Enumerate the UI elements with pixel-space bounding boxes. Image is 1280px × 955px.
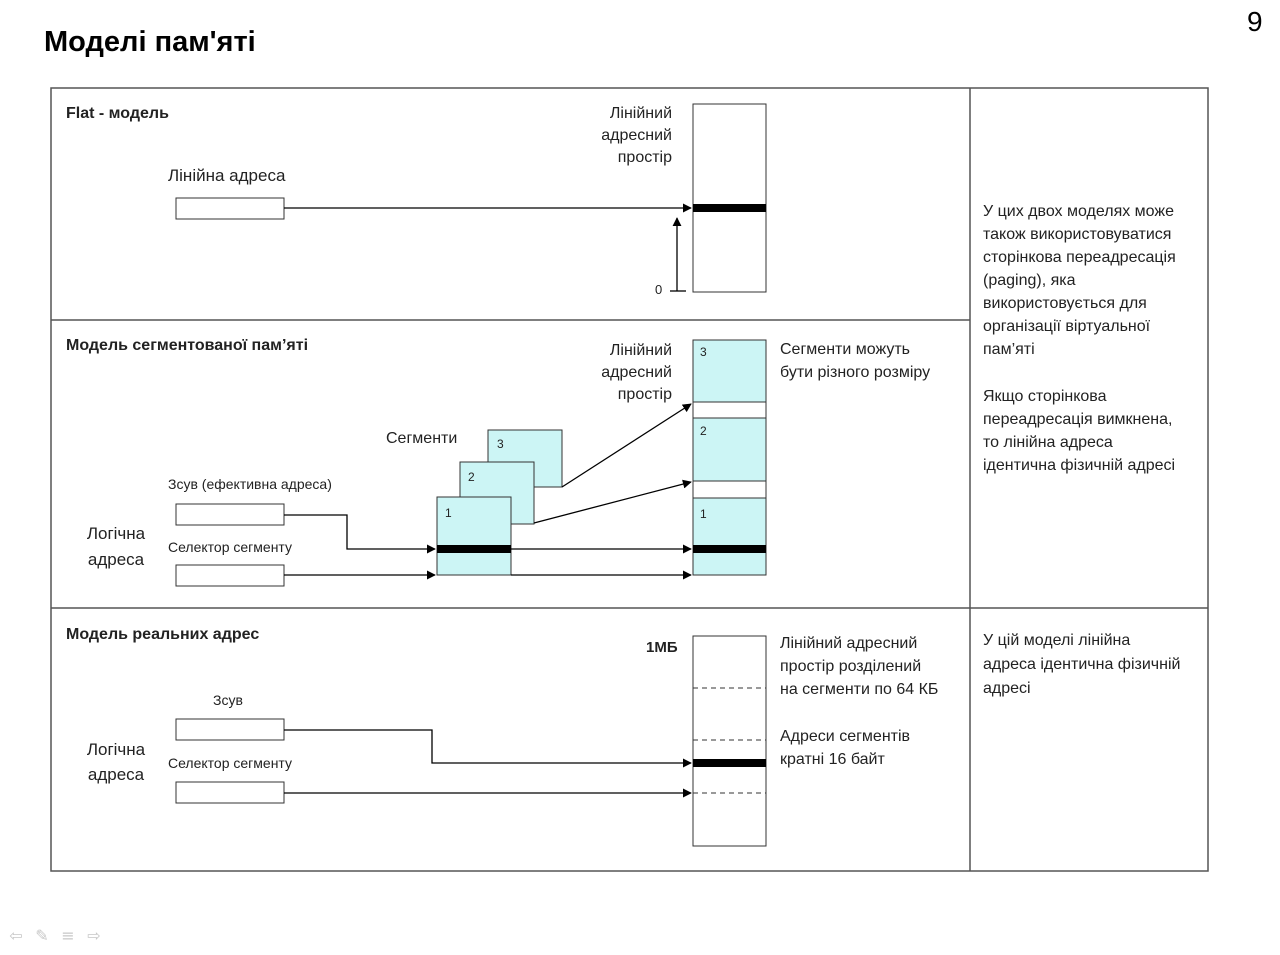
side-note-top-line: (paging), яка [983, 272, 1076, 289]
page-title: Моделі пам'яті [44, 26, 256, 58]
flat-model-section: Flat - модель Лінійна адреса Лінійний ад… [66, 103, 767, 297]
segment-3-map-arrow [561, 403, 692, 488]
segments-label: Сегменти [386, 430, 457, 447]
side-note-top-line: ідентична фізичній адресі [983, 457, 1175, 474]
segmented-note-line2: бути різного розміру [780, 364, 930, 381]
real-model-heading: Модель реальних адрес [66, 626, 259, 643]
segmented-space-label-line2: адресний [601, 364, 672, 381]
side-note-top-line: то лінійна адреса [983, 434, 1113, 451]
real-logical-address-line1: Логічна [87, 740, 146, 759]
segmented-space-label-line3: простір [618, 386, 672, 403]
side-note-bottom-line: адресі [983, 680, 1031, 697]
side-note-top-line: також використовуватися [983, 226, 1171, 243]
side-note-top-line: організації віртуальної [983, 318, 1151, 335]
real-selector-label: Селектор сегменту [168, 755, 292, 771]
real-note2-line2: кратні 16 байт [780, 751, 885, 768]
segmented-linear-address-mark [693, 545, 766, 553]
real-logical-address-line2: адреса [88, 765, 145, 784]
real-address-mark [693, 759, 766, 767]
real-note2-line1: Адреси сегментів [780, 728, 910, 745]
side-note-top-line: У цих двох моделях може [983, 203, 1174, 220]
real-note1-line1: Лінійний адресний [780, 635, 917, 652]
table-frame [50, 87, 1209, 872]
segmented-offset-arrow [284, 514, 436, 554]
real-model-section: Модель реальних адрес 1МБ Лінійний адрес… [66, 626, 938, 847]
segment-2-map-arrow [533, 479, 692, 524]
segmented-model-heading: Модель сегментованої пам’яті [66, 337, 308, 354]
page-number: 9 [1247, 6, 1263, 37]
side-note-top-line: переадресація вимкнена, [983, 411, 1172, 428]
stack-segment-address-mark [437, 545, 511, 553]
side-note-bottom-line: У цій моделі лінійна [983, 632, 1130, 649]
side-note-top-line: використовується для [983, 295, 1147, 312]
pen-icon[interactable]: ✎ [35, 926, 49, 945]
real-size-label: 1МБ [646, 639, 678, 656]
flat-zero-label: 0 [655, 282, 662, 297]
segmented-selector-label: Селектор сегменту [168, 539, 292, 555]
segmented-logical-address-line2: адреса [88, 550, 145, 569]
linear-segment-1 [692, 497, 767, 576]
flat-space-label-line2: адресний [601, 127, 672, 144]
real-offset-label: Зсув [213, 692, 243, 708]
segmented-offset-label: Зсув (ефективна адреса) [168, 476, 332, 492]
previous-slide-icon[interactable]: ⇦ [9, 926, 23, 945]
menu-icon[interactable]: ≡ [61, 926, 75, 945]
segmented-model-section: Модель сегментованої пам’яті Лінійний ад… [66, 337, 930, 587]
side-note-bottom: У цій моделі лінійна адреса ідентична фі… [983, 632, 1180, 697]
side-note-top-line: сторінкова переадресація [983, 249, 1176, 266]
stack-segment-1 [436, 496, 512, 576]
segmented-selector-field [175, 564, 285, 587]
slide-navigation: ⇦ ✎ ≡ ⇨ [6, 926, 104, 946]
side-note-bottom-line: адреса ідентична фізичній [983, 656, 1180, 673]
real-linear-space-column [692, 635, 767, 847]
stack-segment-3-number: 3 [497, 437, 504, 451]
side-note-top-line: пам’яті [983, 341, 1035, 358]
side-note-top: У цих двох моделях може також використов… [983, 203, 1176, 474]
flat-space-label-line1: Лінійний [610, 105, 672, 122]
flat-model-heading: Flat - модель [66, 105, 169, 122]
flat-linear-address-field [175, 197, 285, 220]
linear-segment-3 [692, 339, 767, 403]
side-note-top-line: Якщо сторінкова [983, 388, 1107, 405]
segmented-space-label-line1: Лінійний [610, 342, 672, 359]
linear-segment-3-number: 3 [700, 345, 707, 359]
next-slide-icon[interactable]: ⇨ [87, 926, 101, 945]
flat-linear-space-column [692, 103, 767, 293]
linear-segment-2-number: 2 [700, 424, 707, 438]
linear-segment-2 [692, 417, 767, 482]
flat-address-mark [693, 204, 766, 212]
linear-segment-1-number: 1 [700, 507, 707, 521]
real-offset-arrow [284, 729, 692, 768]
real-offset-field [175, 718, 285, 741]
real-note1-line3: на сегменти по 64 КБ [780, 681, 938, 698]
segmented-note-line1: Сегменти можуть [780, 341, 910, 358]
stack-segment-1-number: 1 [445, 506, 452, 520]
segmented-offset-field [175, 503, 285, 526]
stack-segment-2-number: 2 [468, 470, 475, 484]
real-note1-line2: простір розділений [780, 658, 921, 675]
flat-space-label-line3: простір [618, 149, 672, 166]
segmented-logical-address-line1: Логічна [87, 524, 146, 543]
flat-linear-address-label: Лінійна адреса [168, 166, 286, 185]
real-selector-field [175, 781, 285, 804]
